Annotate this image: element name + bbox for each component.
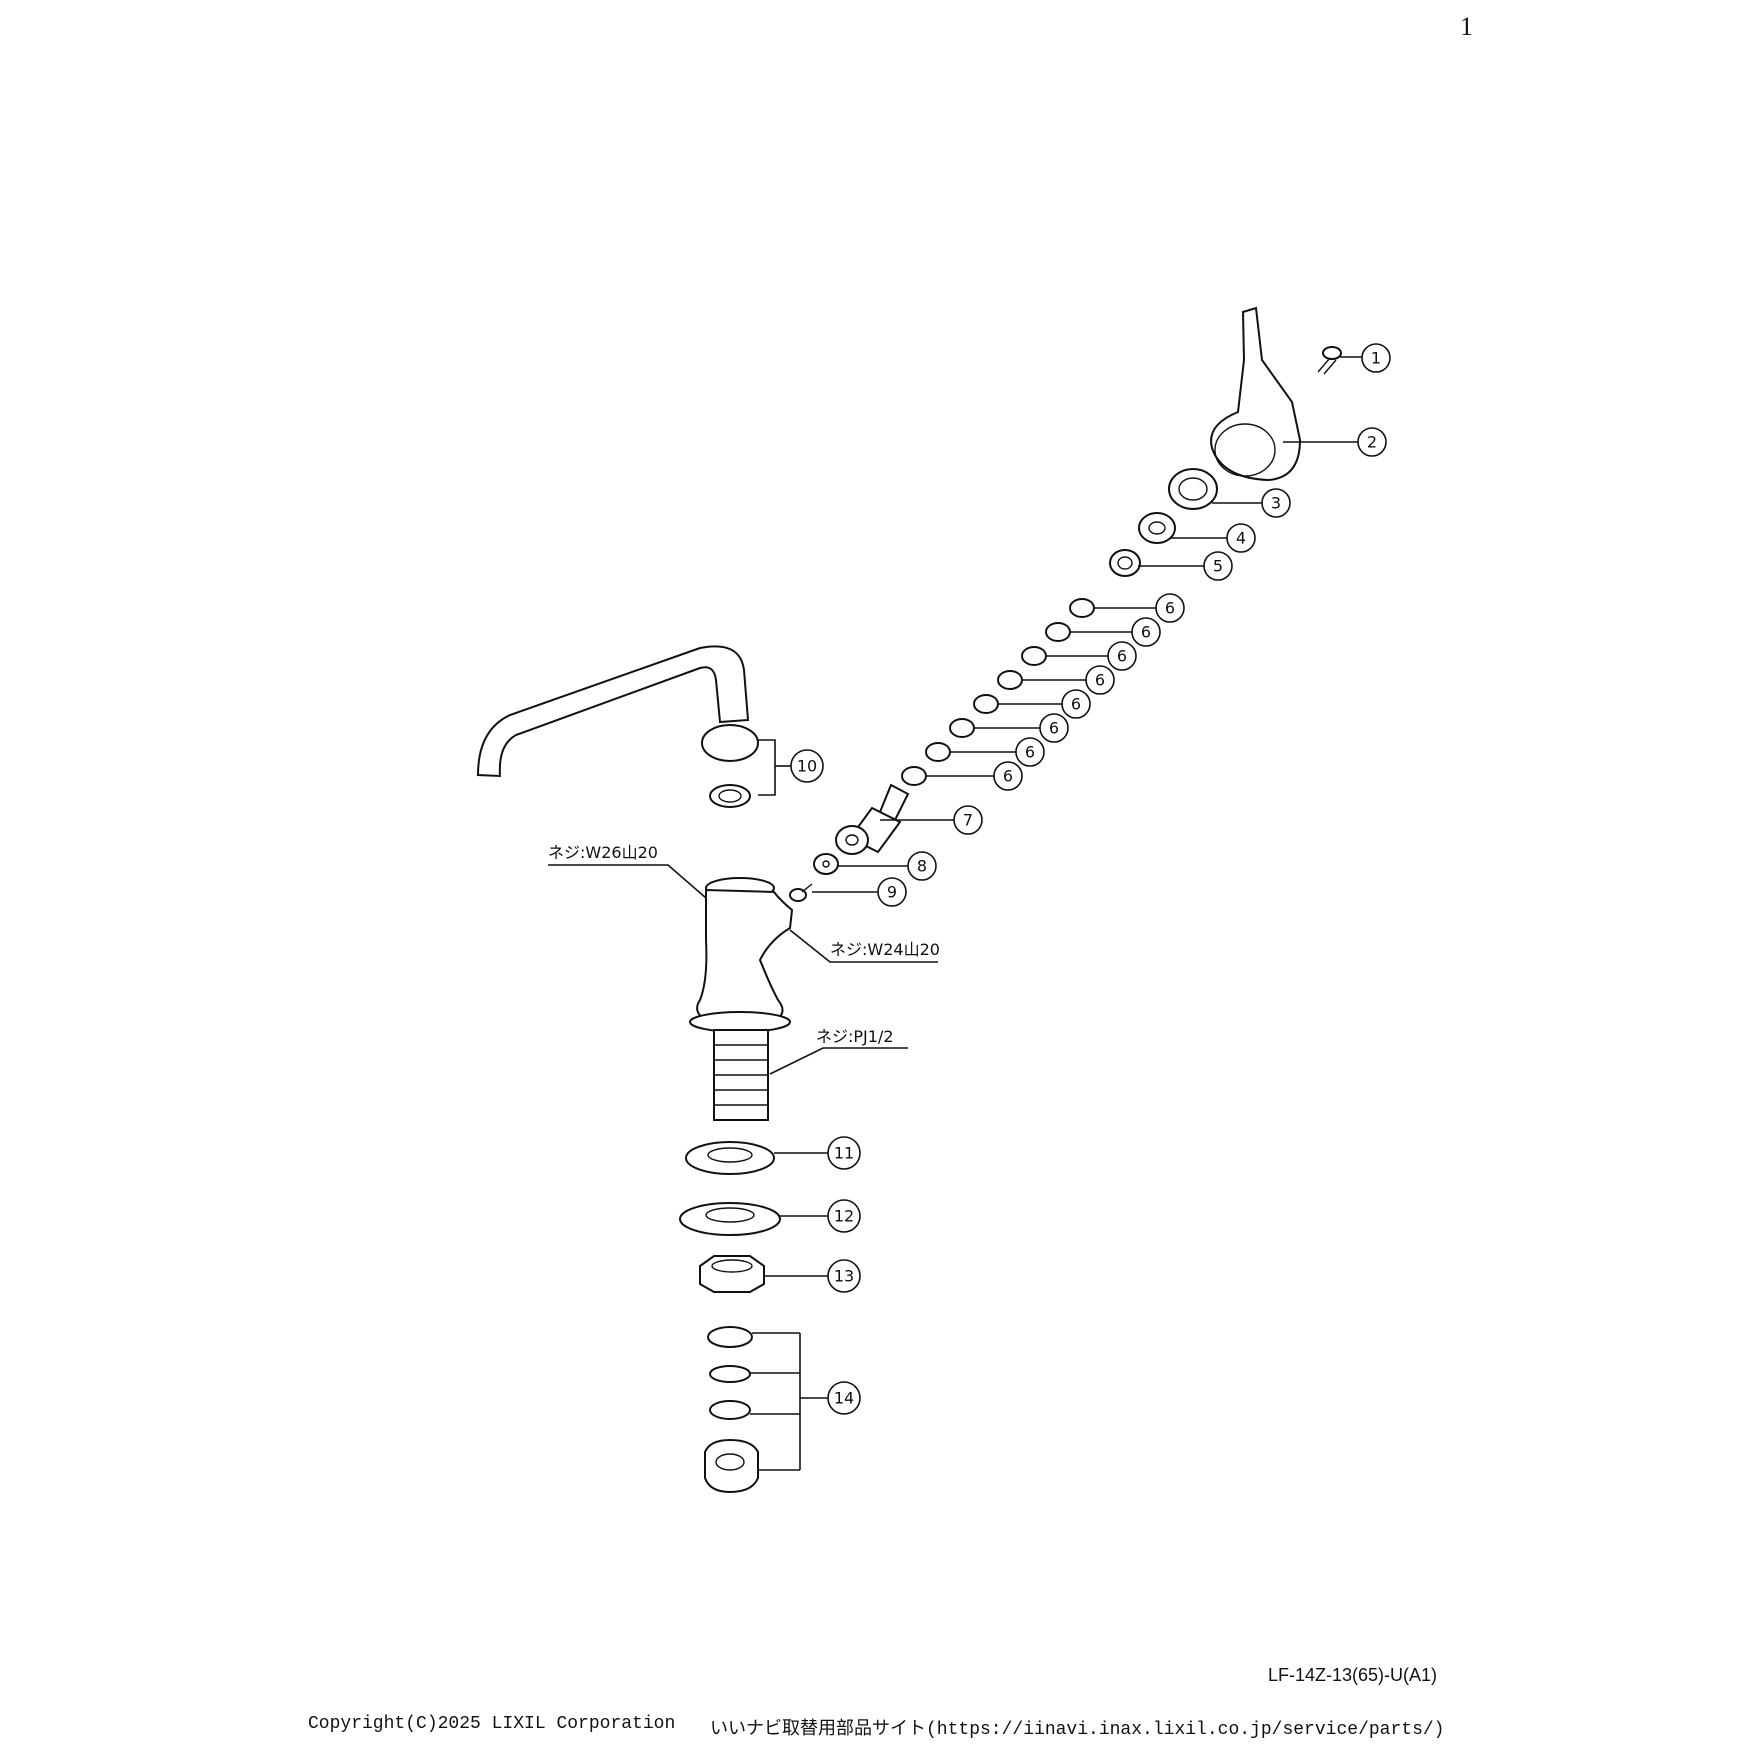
part-2-lever-handle xyxy=(1210,306,1302,482)
callout-5: 5 xyxy=(1203,551,1233,581)
callout-6b: 6 xyxy=(1131,617,1161,647)
callout-13: 13 xyxy=(827,1259,861,1293)
callout-number: 6 xyxy=(1025,743,1035,762)
callout-7: 7 xyxy=(953,805,983,835)
callout-6f: 6 xyxy=(1039,713,1069,743)
callout-number: 7 xyxy=(963,811,973,830)
callout-number: 6 xyxy=(1095,671,1105,690)
part-10-spout xyxy=(476,645,759,808)
part-6-o-rings xyxy=(901,598,1095,786)
callout-14: 14 xyxy=(827,1381,861,1415)
callout-4: 4 xyxy=(1226,523,1256,553)
parts-site-reference: いいナビ取替用部品サイト(https://iinavi.inax.lixil.c… xyxy=(710,1720,1445,1740)
callout-number: 3 xyxy=(1271,494,1281,513)
part-5-ring xyxy=(1109,549,1141,577)
callout-2: 2 xyxy=(1357,427,1387,457)
copyright-notice: Copyright(C)2025 LIXIL Corporation xyxy=(308,1714,676,1734)
callout-6h: 6 xyxy=(993,761,1023,791)
part-11-washer xyxy=(685,1141,775,1175)
callout-number: 6 xyxy=(1049,719,1059,738)
thread-label-pj: ネジ:PJ1/2 xyxy=(816,1027,894,1046)
page-number: 1 xyxy=(1460,12,1473,41)
callout-6d: 6 xyxy=(1085,665,1115,695)
callout-number: 1 xyxy=(1371,349,1381,368)
callout-6a: 6 xyxy=(1155,593,1185,623)
callout-number: 12 xyxy=(834,1207,854,1226)
callout-number: 8 xyxy=(917,857,927,876)
part-12-lock-washer xyxy=(679,1202,781,1236)
callout-number: 11 xyxy=(834,1144,854,1163)
part-1-screw xyxy=(1317,346,1342,375)
part-14-fitting-set xyxy=(704,1326,759,1494)
callout-number: 13 xyxy=(834,1267,854,1286)
callout-number: 9 xyxy=(887,883,897,902)
callout-number: 6 xyxy=(1071,695,1081,714)
callout-6e: 6 xyxy=(1061,689,1091,719)
callout-number: 2 xyxy=(1367,433,1377,452)
callout-6g: 6 xyxy=(1015,737,1045,767)
part-3-cap-nut xyxy=(1168,468,1218,510)
model-code: LF-14Z-13(65)-U(A1) xyxy=(1268,1665,1438,1685)
callout-number: 14 xyxy=(834,1389,854,1408)
callout-number: 5 xyxy=(1213,557,1223,576)
leader-lines xyxy=(548,356,1362,1471)
callout-3: 3 xyxy=(1261,488,1291,518)
part-4-ring xyxy=(1138,512,1176,544)
callout-11: 11 xyxy=(827,1136,861,1170)
callout-number: 6 xyxy=(1165,599,1175,618)
faucet-body xyxy=(689,877,794,1121)
thread-label-w26: ネジ:W26山20 xyxy=(548,843,658,862)
callout-10: 10 xyxy=(790,749,824,783)
part-13-nut xyxy=(699,1255,765,1293)
callout-12: 12 xyxy=(827,1199,861,1233)
callout-number: 6 xyxy=(1117,647,1127,666)
callout-number: 6 xyxy=(1141,623,1151,642)
callout-number: 10 xyxy=(797,757,817,776)
part-7-headpart xyxy=(835,783,910,855)
callout-1: 1 xyxy=(1361,343,1391,373)
part-8-washer xyxy=(813,853,839,875)
callout-8: 8 xyxy=(907,851,937,881)
part-9-screw xyxy=(789,883,813,902)
callout-9: 9 xyxy=(877,877,907,907)
callout-number: 6 xyxy=(1003,767,1013,786)
callout-number: 4 xyxy=(1236,529,1246,548)
thread-label-w24: ネジ:W24山20 xyxy=(830,940,940,959)
callout-6c: 6 xyxy=(1107,641,1137,671)
